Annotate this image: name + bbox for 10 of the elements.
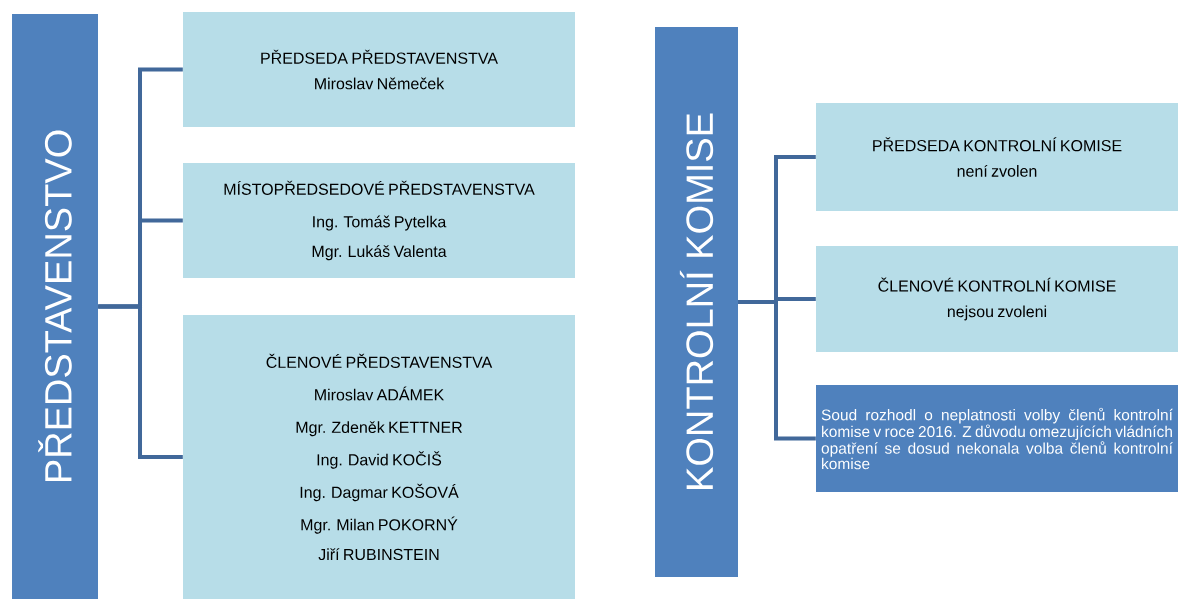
role-box: MÍSTOPŘEDSEDOVÉ PŘEDSTAVENSTVA Ing. Tomáš Pytelka Mgr. Lukáš Valenta bbox=[183, 163, 575, 278]
role-box: ČLENOVÉ PŘEDSTAVENSTVA Miroslav ADÁMEK Mgr. Zdeněk KETTNER Ing. David KOČIŠ Ing. Dagmar KOŠOVÁ Mgr. Milan POKORNÝ Jiří RUBINSTEIN bbox=[183, 315, 575, 599]
role-box: PŘEDSEDA KONTROLNÍ KOMISE není zvolen bbox=[816, 103, 1178, 211]
connector-line bbox=[738, 300, 816, 441]
note-box: Soud rozhodl o neplatnosti volby členů kontrolní komise v roce 2016. Z důvodu omezujících vládních opatření se dosud nekonala volba členů kontrolní komise bbox=[816, 385, 1178, 492]
section-band: PŘEDSTAVENSTVO bbox=[12, 14, 98, 599]
section-band: KONTROLNÍ KOMISE bbox=[655, 27, 738, 577]
role-box: PŘEDSEDA PŘEDSTAVENSTVA Miroslav Němeček bbox=[183, 12, 575, 127]
role-box: ČLENOVÉ KONTROLNÍ KOMISE nejsou zvoleni bbox=[816, 246, 1178, 352]
connector-line bbox=[98, 304, 183, 459]
